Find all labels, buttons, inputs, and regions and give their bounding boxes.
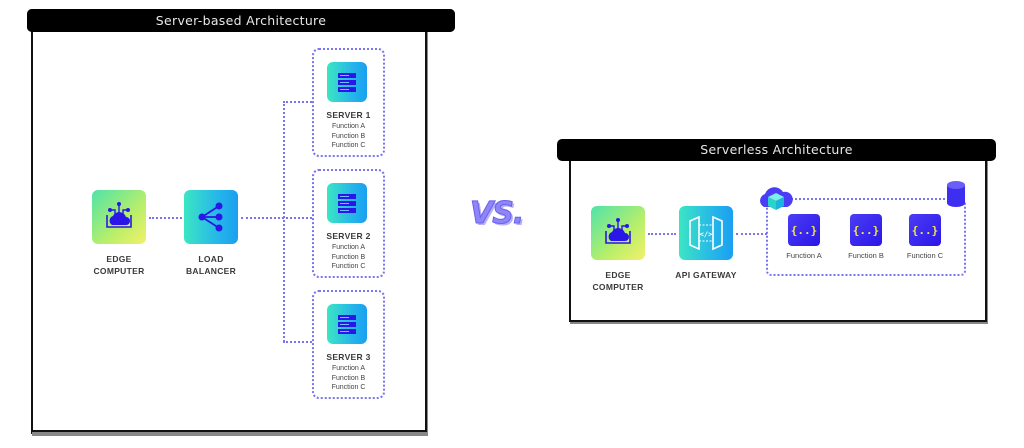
function-a-label: Function A: [786, 251, 822, 260]
serverless-edge-computer-node[interactable]: [591, 206, 645, 260]
serverless-title-bar: Serverless Architecture: [557, 139, 996, 161]
braces-icon: {..}: [911, 223, 939, 237]
cloud-cube-icon: [760, 187, 793, 210]
server-2-name: SERVER 2: [326, 231, 371, 241]
load-balancer-label: LOAD BALANCER: [171, 253, 251, 277]
connector-edge-balancer: [149, 217, 182, 219]
serverless-edge-line2: COMPUTER: [592, 282, 644, 292]
server-1-function-c: Function C: [331, 142, 366, 149]
braces-icon: {..}: [790, 223, 818, 237]
api-gateway-node[interactable]: </>: [679, 206, 733, 260]
server-2-box[interactable]: [312, 169, 385, 278]
server-rack-icon: [338, 315, 356, 334]
connector-to-server-3: [283, 341, 312, 343]
server-based-title-text: Server-based Architecture: [155, 13, 327, 28]
server-3-box[interactable]: [312, 290, 385, 399]
connector-balancer-trunk: [241, 217, 312, 219]
load-balancer-node[interactable]: [184, 190, 238, 244]
server-3-tile: [327, 304, 367, 344]
functions-container[interactable]: [766, 198, 966, 276]
server-3-function-c: Function C: [331, 384, 366, 391]
server-based-title-bar: Server-based Architecture: [27, 9, 455, 32]
function-b-tile[interactable]: {..}: [850, 214, 882, 246]
serverless-title-text: Serverless Architecture: [700, 142, 853, 157]
connector-gateway-functions: [736, 233, 767, 235]
balancer-label-line1: LOAD: [198, 254, 224, 264]
server-1-name: SERVER 1: [326, 110, 371, 120]
server-1-function-a: Function A: [331, 123, 366, 130]
server-rack-icon: [338, 73, 356, 92]
database-icon: [947, 181, 965, 207]
server-rack-icon: [338, 194, 356, 213]
edge-label-line1: EDGE: [106, 254, 132, 264]
server-2-tile: [327, 183, 367, 223]
connector-to-server-1: [283, 101, 312, 103]
function-c-tile[interactable]: {..}: [909, 214, 941, 246]
edge-cloud-icon: [605, 218, 631, 244]
server-1-functions: Function A Function B Function C: [312, 122, 385, 151]
server-3-functions: Function A Function B Function C: [312, 364, 385, 393]
server-3-function-b: Function B: [331, 374, 366, 382]
function-b-label: Function B: [848, 251, 884, 260]
server-2-function-a: Function A: [331, 244, 366, 251]
edge-computer-node[interactable]: [92, 190, 146, 244]
share-icon: [198, 202, 223, 232]
versus-label: VS.: [469, 196, 524, 232]
connector-trunk-vertical: [283, 101, 285, 342]
edge-label-line2: COMPUTER: [93, 266, 145, 276]
server-1-tile: [327, 62, 367, 102]
server-2-function-b: Function B: [331, 253, 366, 261]
edge-cloud-icon: [106, 202, 132, 228]
server-3-function-a: Function A: [331, 365, 366, 372]
api-gateway-label: API GATEWAY: [675, 270, 737, 280]
function-a-tile[interactable]: {..}: [788, 214, 820, 246]
braces-icon: {..}: [852, 223, 880, 237]
svg-text:</>: </>: [700, 231, 713, 239]
serverless-edge-line1: EDGE: [605, 270, 631, 280]
edge-computer-label: EDGE COMPUTER: [79, 253, 159, 277]
server-3-name: SERVER 3: [326, 352, 371, 362]
function-c-label: Function C: [906, 251, 944, 260]
serverless-edge-label: EDGE COMPUTER: [578, 269, 658, 293]
balancer-label-line2: BALANCER: [185, 266, 237, 276]
connector-edge-gateway: [648, 233, 676, 235]
server-2-functions: Function A Function B Function C: [312, 243, 385, 272]
server-1-function-b: Function B: [331, 132, 366, 140]
server-2-function-c: Function C: [331, 263, 366, 270]
api-gateway-icon: </>: [689, 215, 723, 251]
server-1-box[interactable]: [312, 48, 385, 157]
